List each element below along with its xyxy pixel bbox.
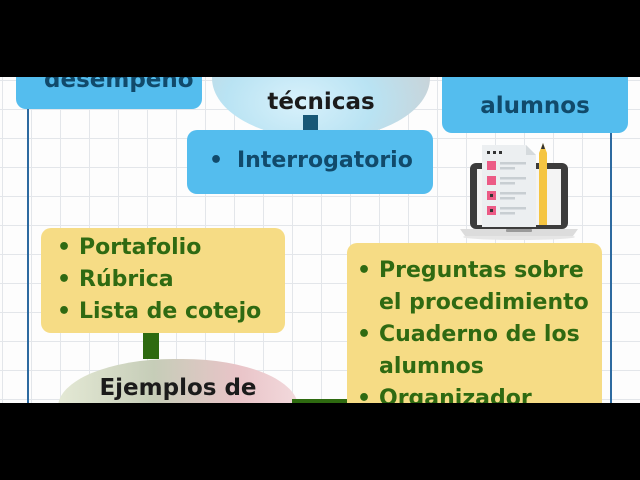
list-item: Portafolio — [55, 232, 285, 264]
desempeno-label: desempeño — [44, 77, 194, 93]
instrumentos-list-node[interactable]: Portafolio Rúbrica Lista de cotejo — [41, 228, 285, 333]
right-guide-line — [610, 77, 612, 403]
alumnos-label: alumnos — [480, 93, 590, 119]
list-item: Interrogatorio — [207, 148, 433, 173]
ejemplos-label: Ejemplos de — [99, 375, 257, 401]
interrogatorio-list: Interrogatorio — [207, 148, 433, 173]
bottom-connector — [292, 399, 352, 403]
left-guide-line — [27, 77, 29, 403]
ejemplos-list-node[interactable]: Preguntas sobre el procedimiento Cuadern… — [347, 243, 602, 403]
laptop-checklist-pencil-icon — [460, 143, 578, 240]
list-item: Organizador — [355, 383, 594, 403]
desempeno-node[interactable]: desempeño — [16, 77, 202, 109]
ejemplos-connector — [143, 333, 159, 359]
tecnicas-label: técnicas — [267, 89, 375, 115]
list-item: Preguntas sobre el procedimiento — [355, 255, 594, 319]
list-item: Lista de cotejo — [55, 296, 285, 328]
ejemplos-node[interactable]: Ejemplos de — [58, 359, 298, 403]
instrumentos-list: Portafolio Rúbrica Lista de cotejo — [55, 232, 285, 328]
tecnicas-connector — [303, 115, 318, 131]
alumnos-node[interactable]: de los alumnos — [442, 77, 628, 133]
interrogatorio-node[interactable]: Interrogatorio — [187, 130, 433, 194]
ejemplos-list: Preguntas sobre el procedimiento Cuadern… — [355, 255, 594, 403]
list-item: Cuaderno de los alumnos — [355, 319, 594, 383]
concept-map-canvas: desempeño técnicas de los alumnos Interr… — [0, 77, 640, 403]
list-item: Rúbrica — [55, 264, 285, 296]
